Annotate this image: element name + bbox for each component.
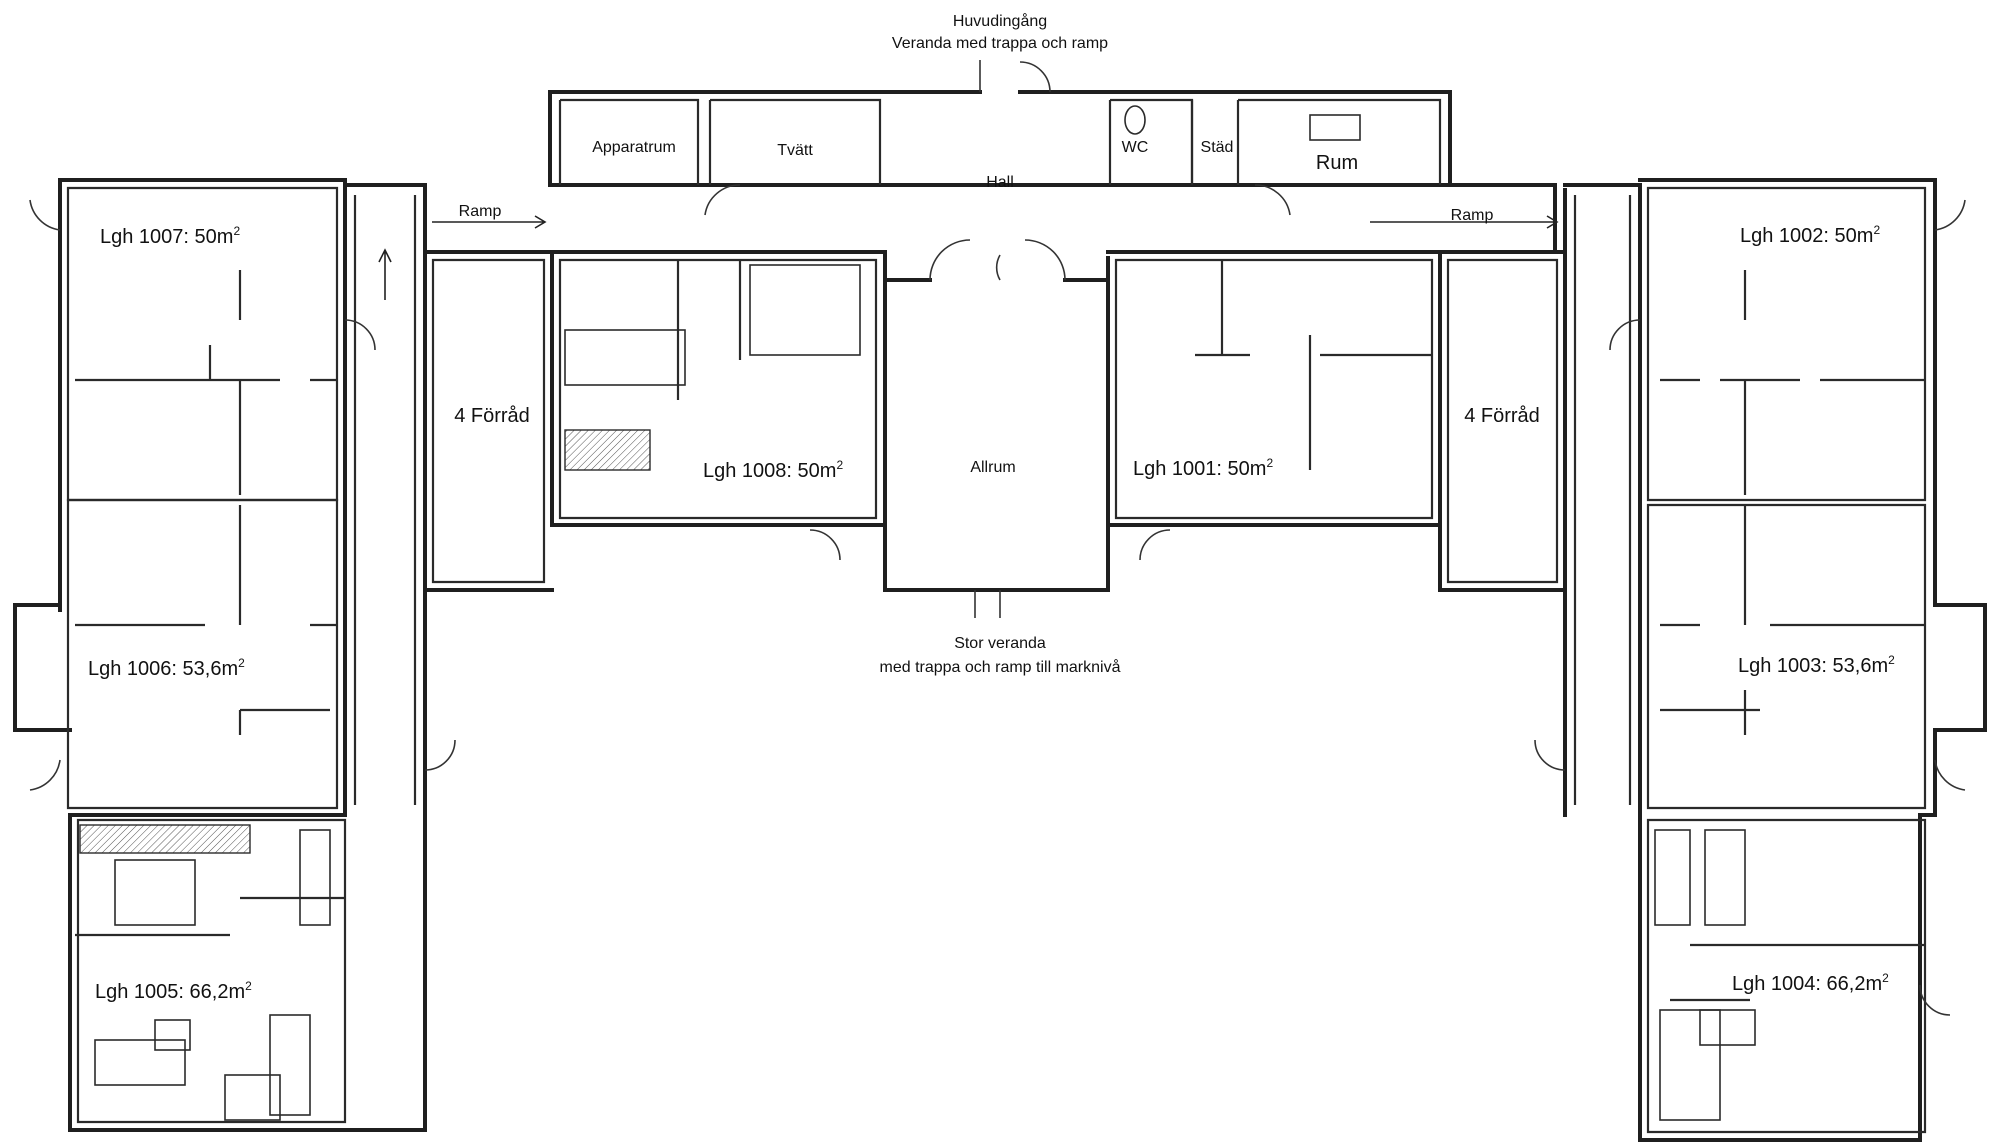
room-label-rum: Rum [1316,152,1358,174]
caption-veranda-line2: med trappa och ramp till marknivå [880,658,1121,676]
apartment-label-lgh1006: Lgh 1006: 53,6m2 [88,656,245,680]
room-label-allrum: Allrum [970,459,1015,476]
room-label-apparatrum: Apparatrum [592,139,676,156]
caption-entrance-line1: Huvudingång [953,12,1047,30]
apartment-label-lgh1008: Lgh 1008: 50m2 [703,458,843,482]
room-label-ramp-right: Ramp [1451,207,1494,224]
apartment-label-lgh1001: Lgh 1001: 50m2 [1133,456,1273,480]
apartment-label-lgh1003: Lgh 1003: 53,6m2 [1738,653,1895,677]
right-wing [1534,178,1987,1142]
room-label-forrad-left: 4 Förråd [454,405,530,427]
apartment-label-lgh1004: Lgh 1004: 66,2m2 [1732,971,1889,995]
caption-veranda-line1: Stor veranda [954,635,1046,652]
caption-entrance-line2: Veranda med trappa och ramp [892,35,1108,52]
left-wing [13,178,456,1132]
room-label-hall: Hall [986,174,1014,191]
room-label-ramp-left: Ramp [459,203,502,220]
room-label-stad: Städ [1201,139,1234,156]
room-label-wc: WC [1122,139,1149,156]
apartment-label-lgh1002: Lgh 1002: 50m2 [1740,223,1880,247]
room-label-forrad-right: 4 Förråd [1464,405,1540,427]
labels: Huvudingång Veranda med trappa och ramp … [88,12,1895,1003]
apartment-label-lgh1005: Lgh 1005: 66,2m2 [95,979,252,1003]
apartment-label-lgh1007: Lgh 1007: 50m2 [100,224,240,248]
room-label-tvatt: Tvätt [777,142,813,159]
